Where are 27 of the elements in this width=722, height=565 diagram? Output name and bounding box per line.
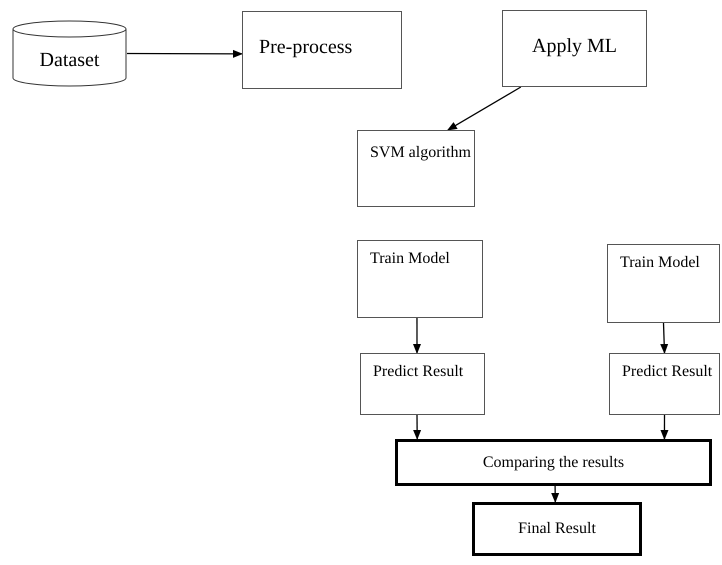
arrow (413, 318, 421, 354)
arrow (551, 486, 560, 503)
arrow (413, 415, 422, 440)
process-box (357, 130, 475, 207)
arrow (127, 50, 243, 58)
arrow (447, 86, 522, 131)
process-box (242, 11, 402, 89)
node-label: Predict Result (373, 362, 464, 382)
node-label: Train Model (370, 249, 451, 269)
database-cylinder (12, 20, 127, 87)
result-box (472, 502, 642, 556)
node-label: SVM algorithm (370, 143, 472, 163)
node-label: Comparing the results (482, 452, 624, 472)
node-label: Train Model (620, 253, 701, 273)
node-label: Dataset (40, 48, 100, 72)
process-box (395, 439, 712, 486)
process-box (360, 353, 485, 415)
process-box (502, 10, 647, 87)
arrow (660, 322, 668, 354)
process-box (607, 244, 720, 323)
process-box (609, 353, 720, 415)
process-box (357, 240, 483, 318)
node-label: Final Result (518, 519, 596, 539)
arrow (660, 415, 668, 440)
node-label: Apply ML (532, 34, 617, 59)
node-label: Pre-process (259, 35, 354, 60)
node-label: Predict Result (622, 362, 714, 382)
